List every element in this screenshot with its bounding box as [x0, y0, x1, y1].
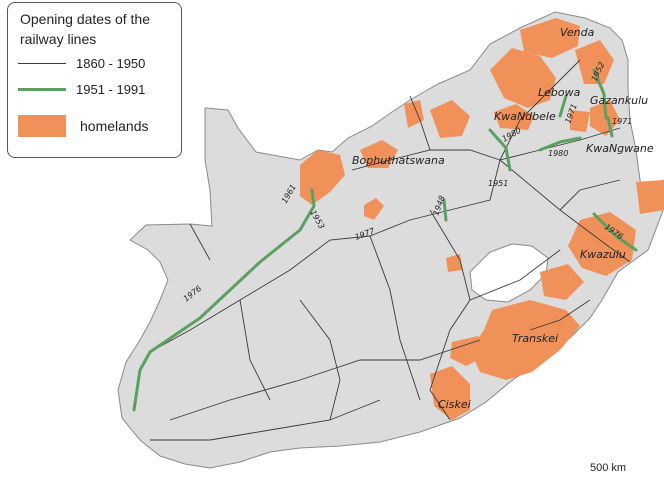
homeland-bophuthatswana-3	[364, 198, 384, 220]
legend-label-homelands: homelands	[80, 118, 149, 134]
map-legend: Opening dates of the railway lines 1860 …	[7, 2, 182, 158]
rail-old-line	[559, 179, 621, 211]
label-bophuthatswana: Bophuthatswana	[352, 154, 445, 167]
label-venda: Venda	[560, 26, 595, 39]
rail-new-1980	[538, 136, 582, 152]
legend-row-new-rail: 1951 - 1991	[18, 79, 145, 99]
year-1980-a: 1980	[548, 149, 568, 158]
label-gazankulu: Gazankulu	[590, 94, 648, 107]
homeland-small-2	[404, 100, 424, 128]
rail-old-line	[169, 339, 481, 421]
rail-old-line	[149, 159, 501, 353]
label-kwazulu: Kwazulu	[580, 248, 626, 261]
legend-homeland-swatch	[18, 115, 66, 137]
legend-row-homelands: homelands	[18, 113, 149, 139]
label-transkei: Transkei	[512, 332, 558, 345]
rail-old-line	[369, 235, 421, 401]
rail-old-line	[469, 249, 561, 301]
railways-1860-1950	[149, 59, 631, 441]
homeland-lebowa	[490, 48, 556, 108]
legend-row-old-rail: 1860 - 1950	[18, 53, 145, 73]
rail-old-line	[499, 159, 631, 263]
legend-title: Opening dates of the railway lines	[20, 11, 150, 47]
rail-new-sishen-saldanha	[132, 188, 316, 412]
railways-1951-1991	[132, 68, 638, 412]
rail-old-line	[150, 399, 381, 441]
homeland-ciskei	[430, 366, 470, 420]
rail-old-line	[429, 209, 471, 421]
homeland-small-1	[446, 254, 462, 272]
legend-label-old: 1860 - 1950	[76, 55, 146, 71]
rail-old-line	[239, 299, 271, 401]
rail-old-line	[299, 299, 341, 421]
homeland-venda	[520, 18, 580, 58]
rail-new-1971b	[606, 116, 614, 138]
homelands	[300, 18, 664, 420]
scale-label: 500 km	[590, 462, 627, 474]
legend-label-new: 1951 - 1991	[76, 81, 146, 97]
rail-new-1952	[592, 68, 608, 120]
rail-new-1948	[442, 198, 448, 222]
homeland-kwandebele	[494, 104, 534, 130]
homeland-labels: Venda Gazankulu Lebowa KwaNdbele KwaNgwa…	[352, 26, 654, 411]
rail-new-1971	[558, 94, 568, 118]
homeland-gazankulu	[575, 40, 614, 84]
year-1971-b: 1971	[612, 117, 632, 126]
homeland-bophuthatswana-2	[360, 140, 398, 168]
rail-old-line	[499, 59, 581, 161]
legend-thick-line-swatch	[18, 87, 66, 91]
label-kwangwane: KwaNgwane	[586, 142, 654, 155]
label-kwandbele: KwaNdbele	[494, 110, 556, 123]
legend-thin-line-swatch	[18, 62, 66, 64]
homeland-transkei	[470, 300, 580, 380]
year-1951: 1951	[488, 179, 508, 188]
homeland-transkei-2	[450, 336, 486, 366]
label-lebowa: Lebowa	[538, 86, 581, 99]
label-ciskei: Ciskei	[438, 398, 471, 411]
rail-old-line	[189, 223, 211, 261]
rail-old-line	[529, 299, 591, 331]
homeland-kwazulu-3	[540, 264, 584, 300]
homeland-lebowa-2	[430, 100, 470, 138]
rail-new-1976	[592, 212, 638, 252]
rail-new-1951	[488, 128, 512, 172]
rail-old-line	[409, 95, 431, 151]
homeland-kwazulu	[568, 212, 636, 276]
homeland-kwangwane	[570, 110, 590, 132]
homeland-kwazulu-2	[636, 180, 664, 214]
rail-old-line	[499, 127, 621, 161]
